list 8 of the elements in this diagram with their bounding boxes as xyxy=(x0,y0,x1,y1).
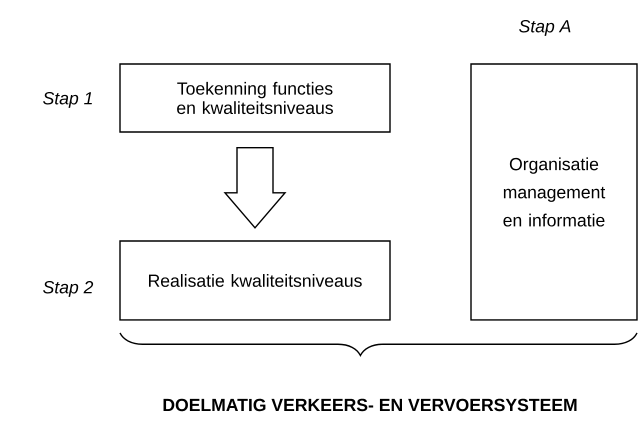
process-box: Organisatie management en informatie xyxy=(470,63,638,321)
step-label: Stap 1 xyxy=(43,92,92,108)
process-box: Realisatie kwaliteitsniveaus xyxy=(119,240,391,321)
process-box: Toekenning functies en kwaliteitsniveaus xyxy=(119,63,391,133)
caption-text: DOELMATIG VERKEERS- EN VERVOERSYSTEEM xyxy=(164,398,576,412)
step-label: Stap 2 xyxy=(43,281,94,297)
block-arrow xyxy=(223,146,287,229)
step-label: Stap A xyxy=(519,20,570,36)
